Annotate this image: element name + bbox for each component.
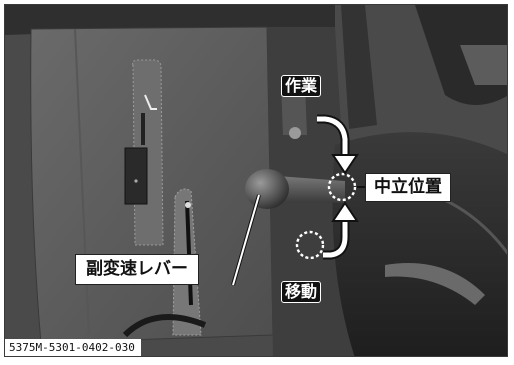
- lever-guide-block: [124, 147, 148, 205]
- groove-mark: [185, 202, 191, 208]
- slot-notch: [144, 94, 157, 110]
- lower-groove: [185, 200, 193, 306]
- work-tag: 作業: [281, 75, 322, 97]
- figure-code: 5375M-5301-0402-030: [5, 339, 141, 356]
- sub-shift-lever-label: 副変速レバー: [75, 254, 199, 285]
- travel-position-marker: [295, 230, 325, 260]
- tread-highlight: [385, 263, 485, 305]
- vertical-post: [341, 5, 377, 129]
- lever-knob: [245, 169, 289, 209]
- metal-bracket: [460, 45, 507, 85]
- cable: [122, 314, 207, 338]
- bolt-head: [289, 127, 301, 139]
- travel-tag: 移動: [281, 281, 322, 303]
- guide-screw: [134, 179, 138, 183]
- neutral-position-marker: [327, 172, 357, 202]
- work-arrow-line: [317, 116, 348, 157]
- figure-frame: 作業 移動 中立位置 副変速レバー 5375M-5301-0402-030: [4, 4, 508, 357]
- travel-arrow-line: [323, 219, 348, 258]
- bracket: [281, 85, 307, 135]
- neutral-position-label: 中立位置: [365, 173, 451, 202]
- fender: [332, 132, 507, 356]
- leader-line: [232, 194, 260, 286]
- upper-shadow: [5, 5, 335, 45]
- work-arrow-head: [331, 154, 359, 175]
- travel-arrow-head: [331, 201, 359, 222]
